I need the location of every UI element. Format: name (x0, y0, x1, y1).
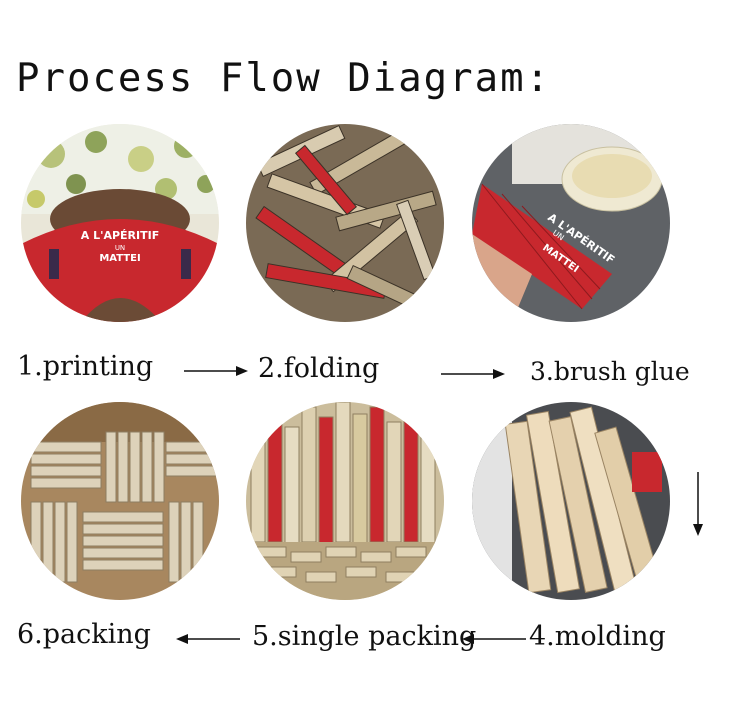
molded-fans-stack-photo (472, 402, 670, 600)
print-text-3: MATTEI (99, 253, 140, 264)
step-label-printing: 1.printing (17, 351, 154, 382)
arrow-right-icon (184, 366, 248, 376)
glue-brushing-photo: A L'APÉRITIF UN MATTEI (472, 124, 670, 322)
step-label-brush-glue: 3.brush glue (530, 357, 690, 386)
step-label-packing: 6.packing (17, 619, 151, 650)
step-label-folding: 2.folding (258, 353, 380, 384)
boxed-fans-photo (21, 402, 219, 600)
printed-fan-paper-photo: A L'APÉRITIF UN MATTEI (21, 124, 219, 322)
step-label-molding: 4.molding (529, 621, 666, 652)
print-text-1: A L'APÉRITIF (81, 229, 159, 242)
arrow-down-icon (693, 472, 703, 536)
folded-fans-pile-photo (246, 124, 444, 322)
arrow-left-icon (462, 634, 526, 644)
arrow-left-icon (176, 634, 240, 644)
step-label-single-packing: 5.single packing (252, 621, 477, 652)
arrow-right-icon (441, 369, 505, 379)
diagram-title: Process Flow Diagram: (16, 56, 552, 101)
print-text-2: UN (115, 244, 125, 252)
single-packed-fans-photo (246, 402, 444, 600)
